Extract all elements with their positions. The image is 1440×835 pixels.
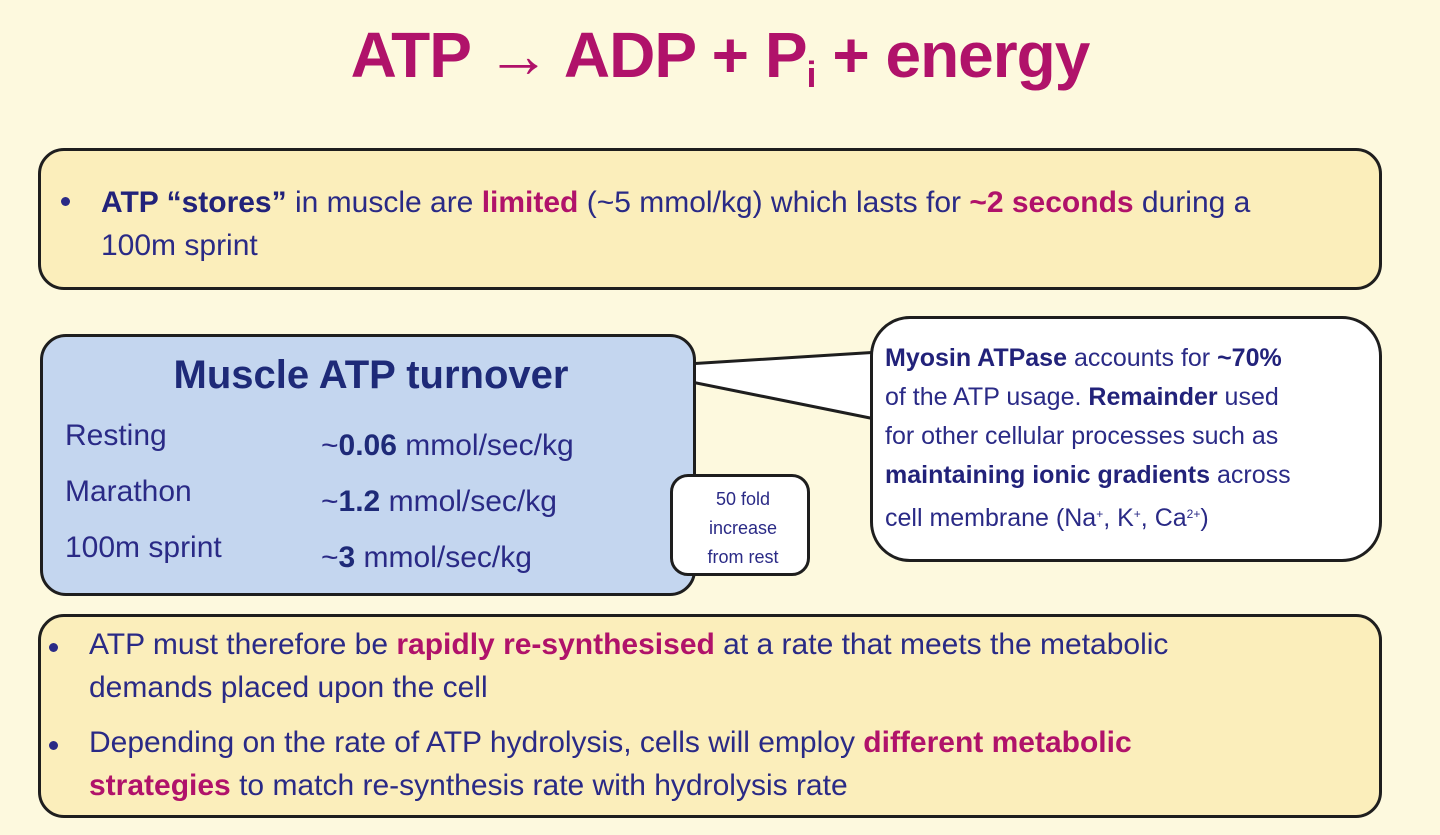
resynthesis-line-1: ATP must therefore be rapidly re-synthes…: [89, 628, 1169, 661]
myosin-line-2: of the ATP usage. Remainder used: [885, 383, 1279, 411]
fold-line-1: 50 fold: [715, 489, 771, 509]
rate-label-resting: Resting: [65, 419, 167, 452]
rapidly-resynthesised-highlight: rapidly re-synthesised: [396, 628, 715, 661]
myosin-line-3: for other cellular processes such as: [885, 422, 1279, 450]
myosin-callout-text: Myosin ATPase accounts for ~70% of the A…: [885, 339, 1375, 538]
two-seconds-highlight: ~2 seconds: [969, 186, 1134, 219]
atp-stores-text: in muscle are: [286, 186, 482, 219]
strategies-line-1: Depending on the rate of ATP hydrolysis,…: [89, 726, 1132, 759]
bullet-dot: [49, 643, 58, 652]
atp-stores-line-2: 100m sprint: [101, 229, 258, 262]
fold-line-3: from rest: [707, 547, 779, 567]
rate-value-resting: ~0.06 mmol/sec/kg: [321, 429, 574, 462]
turnover-title: Muscle ATP turnover: [173, 353, 569, 397]
limited-highlight: limited: [481, 186, 579, 219]
atp-stores-bold: ATP “stores”: [101, 186, 287, 219]
myosin-atpase-callout: Myosin ATPase accounts for ~70% of the A…: [870, 316, 1382, 562]
myosin-line-5: cell membrane (Na+, K+, Ca2+): [885, 504, 1209, 532]
resynthesis-line-2: demands placed upon the cell: [89, 671, 488, 704]
resynthesis-box: ATP must therefore be rapidly re-synthes…: [38, 614, 1382, 818]
equation-main: ATP → ADP + P: [350, 19, 808, 91]
different-metabolic-highlight: different metabolic: [863, 726, 1132, 759]
equation-end: + energy: [815, 19, 1090, 91]
fold-increase-text: 50 fold increase from rest: [673, 485, 813, 572]
rate-value-marathon: ~1.2 mmol/sec/kg: [321, 485, 557, 518]
rate-value-sprint: ~3 mmol/sec/kg: [321, 541, 532, 574]
rate-label-sprint: 100m sprint: [65, 531, 222, 564]
strategies-highlight: strategies: [89, 769, 231, 802]
atp-stores-text-2: (~5 mmol/kg) which lasts for: [578, 186, 970, 219]
atp-turnover-box: Muscle ATP turnover Resting ~0.06 mmol/s…: [40, 334, 696, 596]
bullet-dot: [49, 741, 58, 750]
atp-stores-text-3: during a: [1133, 186, 1251, 219]
strategies-line-2: strategies to match re-synthesis rate wi…: [89, 769, 848, 802]
atp-stores-box: ATP “stores” in muscle are limited (~5 m…: [38, 148, 1382, 290]
fold-increase-callout: 50 fold increase from rest: [670, 474, 810, 576]
atp-stores-line-1: ATP “stores” in muscle are limited (~5 m…: [101, 181, 1250, 224]
bullet-dot: [61, 197, 70, 206]
slide-title: ATP → ADP + Pi + energy: [0, 18, 1440, 96]
equation-subscript: i: [806, 54, 817, 95]
myosin-line-4: maintaining ionic gradients across: [885, 461, 1291, 489]
rate-label-marathon: Marathon: [65, 475, 192, 508]
fold-line-2: increase: [708, 518, 778, 538]
myosin-line-1: Myosin ATPase accounts for ~70%: [885, 344, 1282, 372]
